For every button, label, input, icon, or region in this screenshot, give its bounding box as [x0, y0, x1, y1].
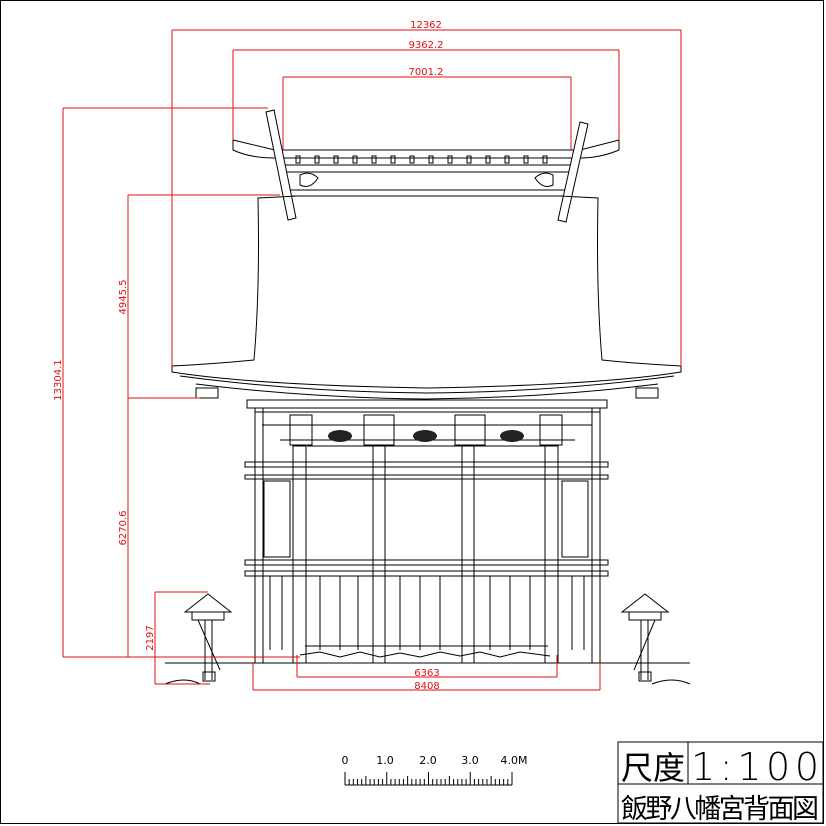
dim-upper-roof-width: 9362.2 [409, 40, 444, 51]
right-stone-lantern [620, 593, 691, 685]
dim-lantern-height: 2197 [145, 625, 156, 650]
scale-caption: 尺度 [621, 749, 685, 787]
scale-label-1: 1.0 [376, 754, 394, 767]
dim-inner-span: 6363 [414, 668, 439, 679]
dim-overall-width: 12362 [410, 20, 442, 31]
dim-roof-height: 4945.5 [118, 280, 129, 315]
dim-ridge-width: 7001.2 [409, 67, 444, 78]
left-stone-lantern [164, 593, 233, 685]
dim-outer-span: 8408 [414, 681, 439, 692]
drawing-title: 飯野八幡宮背面図 [621, 794, 819, 825]
scale-ticks [344, 772, 513, 785]
main-roof [171, 195, 682, 389]
brackets [289, 414, 563, 446]
dim-body-height: 6270.6 [118, 511, 129, 546]
title-block: 尺度 1:100 飯野八幡宮背面図 [617, 741, 824, 825]
scale-label-2: 2.0 [419, 754, 437, 767]
building-elevation [164, 109, 691, 685]
wall-boards [269, 576, 585, 650]
scale-value: 1:100 [691, 745, 819, 789]
left-bargeboard [265, 109, 297, 221]
scale-label-3: 3.0 [461, 754, 479, 767]
dimension-lines: 12362 9362.2 7001.2 13304.1 4945.5 6270.… [53, 20, 682, 692]
right-bargeboard [557, 121, 589, 223]
scale-bar: 0 1.0 2.0 3.0 4.0M [342, 754, 528, 786]
scale-label-0: 0 [342, 754, 349, 767]
scale-label-4: 4.0M [501, 754, 528, 767]
dim-total-height: 13304.1 [53, 359, 64, 400]
rafter-ends [295, 155, 548, 164]
